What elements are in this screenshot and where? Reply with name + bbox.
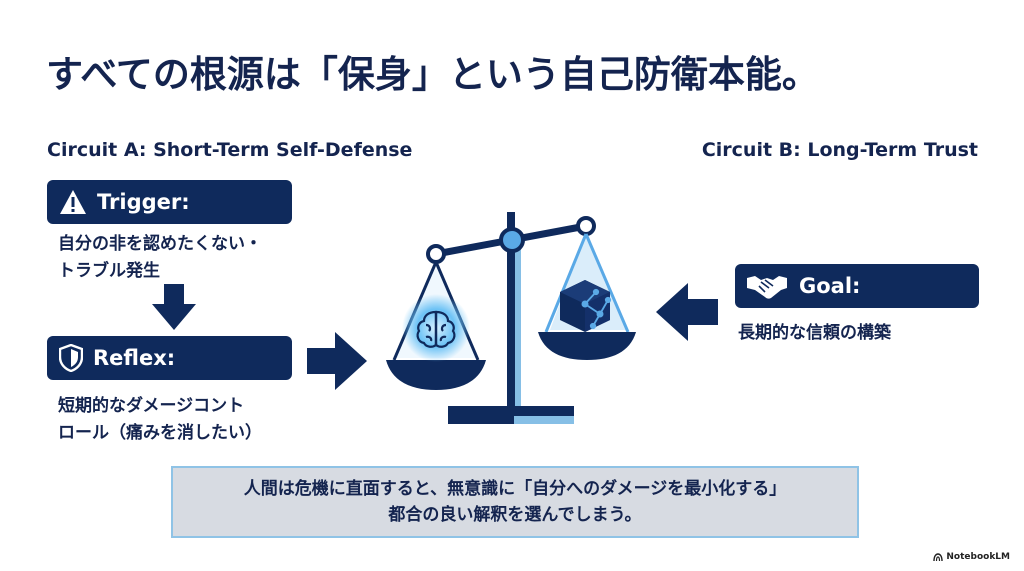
goal-description: 長期的な信頼の構築 [738, 323, 891, 343]
scale-pillar-accent [515, 240, 521, 406]
page-title: すべての根源は「保身」という自己防衛本能。 [46, 53, 819, 96]
down-arrow-icon [152, 284, 196, 330]
brand-watermark: NotebookLM [933, 552, 1010, 562]
trigger-label: Trigger: [97, 190, 190, 214]
reflex-pill: Reflex: [47, 336, 292, 380]
right-arrow-icon [307, 332, 367, 390]
goal-pill: Goal: [735, 264, 979, 308]
left-arrow-icon [656, 283, 718, 341]
summary-box: 人間は危機に直面すると、無意識に「自分へのダメージを最小化する」 都合の良い解釈… [171, 466, 859, 538]
brain-icon [416, 310, 456, 348]
handshake-icon [745, 272, 789, 300]
left-pan [386, 360, 486, 390]
brand-text: NotebookLM [946, 552, 1010, 562]
summary-line-1: 人間は危機に直面すると、無意識に「自分へのダメージを最小化する」 [243, 479, 787, 499]
summary-line-2: 都合の良い解釈を選んでしまう。 [388, 505, 642, 525]
shield-icon [59, 344, 83, 372]
trigger-description: 自分の非を認めたくない・ トラブル発生 [58, 234, 262, 281]
warning-icon [59, 189, 87, 215]
trigger-pill: Trigger: [47, 180, 292, 224]
circuit-a-label: Circuit A: Short-Term Self-Defense [47, 139, 413, 161]
circuit-b-label: Circuit B: Long-Term Trust [701, 139, 978, 161]
reflex-label: Reflex: [93, 346, 176, 370]
reflex-description: 短期的なダメージコント ロール（痛みを消したい） [58, 396, 262, 443]
scale-pivot [499, 227, 525, 253]
goal-label: Goal: [799, 274, 861, 298]
balance-scale [386, 212, 636, 424]
scale-pillar [507, 212, 515, 408]
scale-base-accent [514, 416, 574, 424]
scale-base-top [448, 406, 574, 416]
network-cube-icon [560, 280, 612, 332]
right-pan [538, 332, 636, 360]
notebooklm-logo-icon [933, 553, 944, 561]
scale-base-bottom [448, 416, 514, 424]
